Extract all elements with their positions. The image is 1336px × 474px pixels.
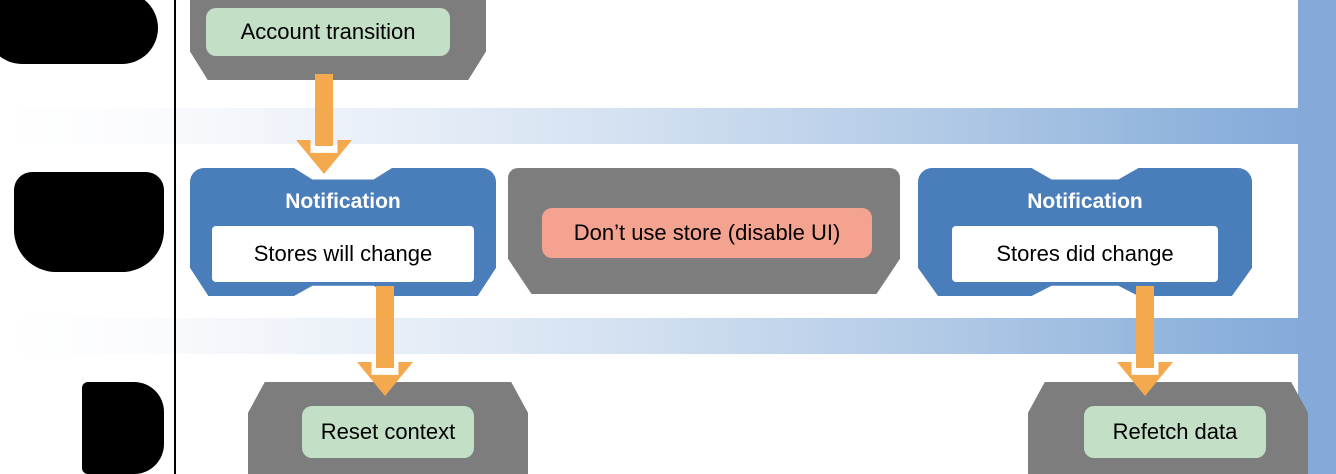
swimlane-vertical-right (1298, 0, 1336, 474)
edge-transition-to-will-change-shaft (315, 74, 333, 146)
stores-will-change-body: Stores will change (212, 226, 474, 282)
edge-did-change-to-refetch-data-shaft (1136, 286, 1154, 368)
node-refetch-data[interactable]: Refetch data (1084, 406, 1266, 458)
row-label-redaction-2 (14, 172, 164, 272)
node-dont-use-store[interactable]: Don’t use store (disable UI) (542, 208, 872, 258)
stores-did-change-body: Stores did change (952, 226, 1218, 282)
lane-separator-rule (174, 0, 176, 474)
swimlane-ribbon-1 (0, 108, 1300, 144)
node-account-transition[interactable]: Account transition (206, 8, 450, 56)
row-label-redaction-3 (82, 382, 164, 474)
node-reset-context[interactable]: Reset context (302, 406, 474, 458)
row-label-redaction-1 (0, 0, 158, 64)
edge-will-change-to-reset-context-shaft (376, 286, 394, 368)
swimlane-ribbon-2 (0, 318, 1300, 354)
